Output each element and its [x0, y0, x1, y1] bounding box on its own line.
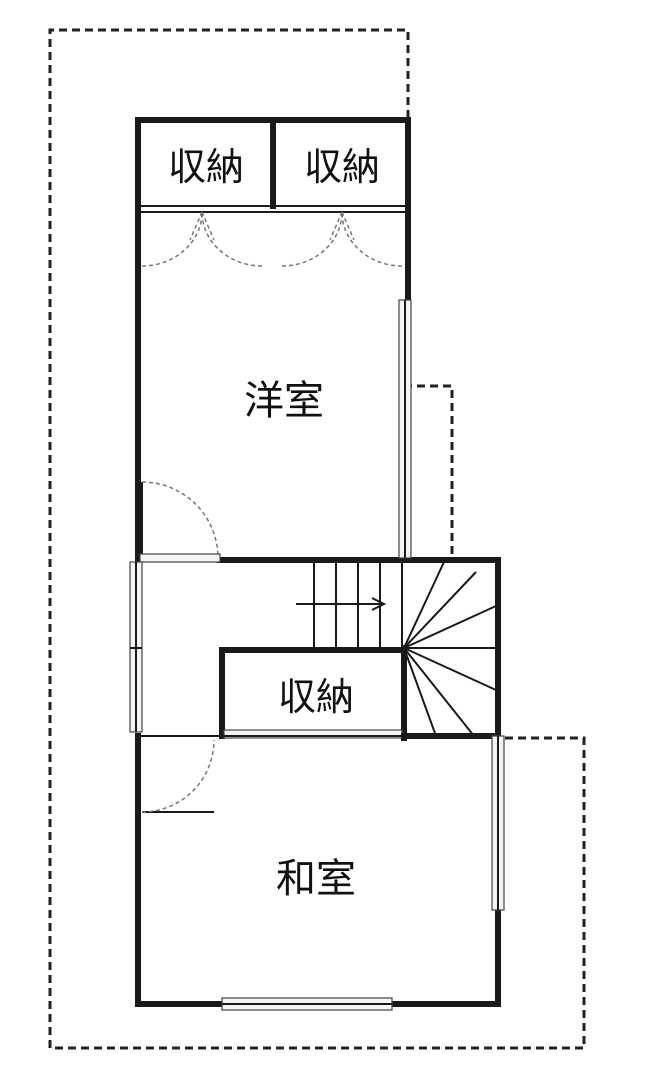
- label-japanese-room: 和室: [276, 856, 356, 902]
- label-storage-middle: 収納: [278, 675, 354, 719]
- label-storage-top-right: 収納: [304, 145, 380, 189]
- label-western-room: 洋室: [244, 378, 324, 424]
- hallway-window: [129, 561, 143, 733]
- upper-walls: [135, 117, 501, 739]
- label-storage-top-left: 収納: [168, 145, 244, 189]
- staircase: [296, 561, 497, 741]
- japanese-room-door: [141, 739, 215, 813]
- closet-door-swings: [141, 211, 403, 267]
- site-boundary: [48, 28, 586, 1050]
- lower-walls: [135, 733, 505, 1011]
- western-room-door: [139, 481, 221, 563]
